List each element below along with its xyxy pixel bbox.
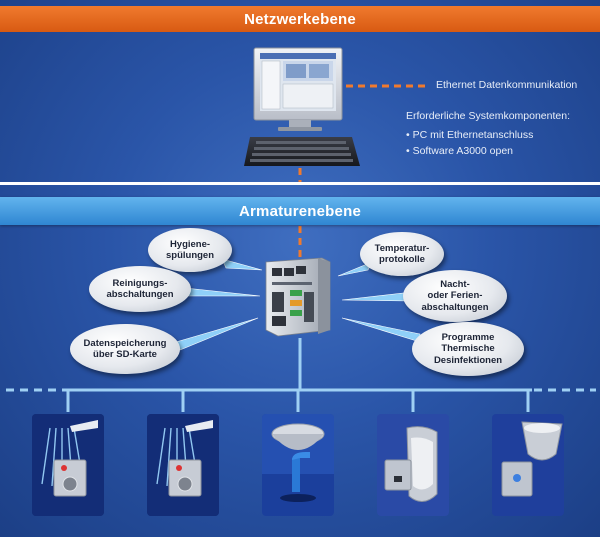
shower-control-panel-icon [147, 414, 219, 516]
device-tile [492, 414, 564, 516]
shower-control-panel-icon [32, 414, 104, 516]
keyboard-icon [244, 137, 360, 166]
controller-module-icon [265, 257, 331, 337]
device-tile [147, 414, 219, 516]
device-bus [62, 338, 532, 412]
function-bubble-night: Nacht- oder Ferien- abschaltungen [403, 270, 507, 322]
components-heading: Erforderliche Systemkomponenten: [406, 110, 570, 122]
pc-monitor-icon [253, 47, 343, 131]
level-divider [0, 182, 600, 185]
fixture-level-title: Armaturenebene [238, 202, 361, 220]
function-bubble-disinfection: Programme Thermische Desinfektionen [412, 322, 524, 376]
function-bubble-cleaning: Reinigungs- abschaltungen [89, 266, 191, 312]
device-tile [377, 414, 449, 516]
ethernet-label: Ethernet Datenkommunikation [436, 79, 578, 91]
washbasin-faucet-icon [262, 414, 334, 516]
function-label: Temperatur- protokolle [374, 242, 430, 266]
ethernet-link [298, 84, 430, 258]
component-item: • Software A3000 open [406, 145, 514, 157]
function-label: Programme Thermische Desinfektionen [433, 331, 503, 366]
function-label: Reinigungs- abschaltungen [106, 277, 174, 301]
device-tile [32, 414, 104, 516]
network-level-title: Netzwerkebene [244, 10, 356, 28]
device-tile [262, 414, 334, 516]
function-label: Datenspeicherung über SD-Karte [83, 337, 167, 361]
function-bubble-temperature: Temperatur- protokolle [360, 232, 444, 276]
function-label: Hygiene- spülungen [165, 238, 215, 262]
wall-basin-icon [492, 414, 564, 516]
component-item: • PC mit Ethernetanschluss [406, 129, 534, 141]
urinal-icon [377, 414, 449, 516]
network-level-banner: Netzwerkebene [0, 6, 600, 32]
function-bubble-sd-card: Datenspeicherung über SD-Karte [70, 324, 180, 374]
function-bubble-hygiene: Hygiene- spülungen [148, 228, 232, 272]
fixture-level-banner: Armaturenebene [0, 197, 600, 225]
function-label: Nacht- oder Ferien- abschaltungen [421, 278, 489, 313]
function-arrows [175, 258, 421, 351]
